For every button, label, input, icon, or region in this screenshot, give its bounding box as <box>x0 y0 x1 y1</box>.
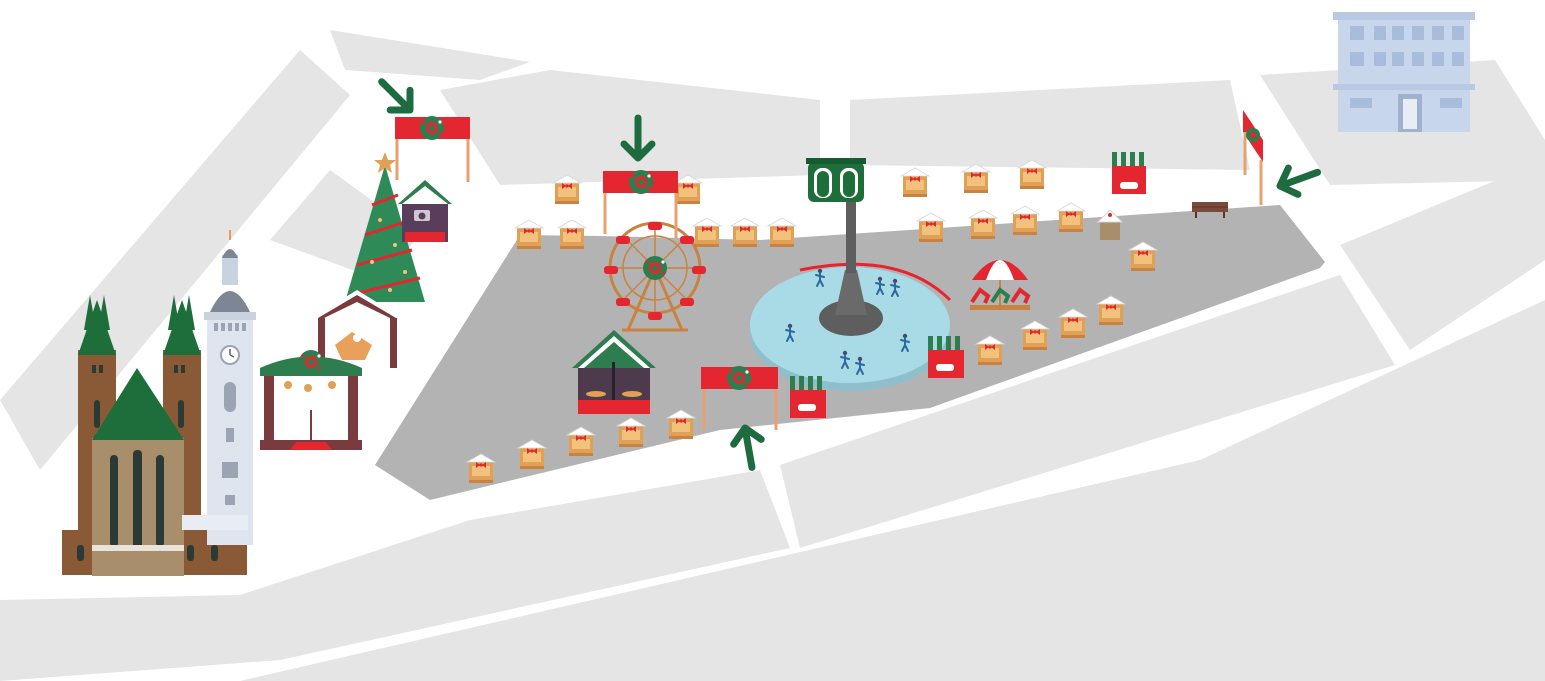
city-block <box>0 470 790 681</box>
kiosk-icon[interactable] <box>790 376 826 418</box>
market-stall[interactable] <box>916 212 946 243</box>
food-hut-icon[interactable] <box>572 330 656 414</box>
market-stall[interactable] <box>968 209 998 240</box>
city-block <box>1340 160 1545 350</box>
city-block <box>440 70 820 185</box>
kiosk-icon[interactable] <box>928 336 964 378</box>
carousel-icon[interactable] <box>970 260 1031 310</box>
entrance-arrow-icon-south <box>731 426 766 470</box>
entrance-arrow-icon-northwest <box>372 72 420 120</box>
market-stall[interactable] <box>767 217 797 248</box>
photo-booth-camera-icon[interactable] <box>398 180 452 242</box>
market-stall[interactable] <box>900 167 930 198</box>
city-block <box>780 275 1395 548</box>
christmas-tree-icon[interactable] <box>345 152 425 302</box>
nativity-icon[interactable] <box>312 290 402 368</box>
stage-icon[interactable] <box>260 350 362 450</box>
market-stall[interactable] <box>730 217 760 248</box>
city-block <box>330 30 530 80</box>
white-tower-clock-tower-icon[interactable] <box>182 230 256 545</box>
public-toilet-icon[interactable] <box>806 158 866 202</box>
market-stall[interactable] <box>514 219 544 250</box>
market-stall[interactable] <box>1010 205 1040 236</box>
market-stall[interactable] <box>1056 202 1086 233</box>
ferris-wheel-icon[interactable] <box>604 221 706 332</box>
market-stall[interactable] <box>961 163 991 194</box>
market-stall[interactable] <box>692 217 722 248</box>
cathedral-icon[interactable] <box>62 295 247 576</box>
kiosk-icon[interactable] <box>1112 152 1146 194</box>
city-block <box>240 300 1545 681</box>
bench-icon[interactable] <box>1192 202 1228 218</box>
market-stall[interactable] <box>557 219 587 250</box>
entrance-arch-northwest[interactable] <box>395 116 470 182</box>
city-block <box>850 80 1250 170</box>
entrance-arch-south[interactable] <box>701 366 778 430</box>
lantern-booth-icon[interactable] <box>1096 209 1124 240</box>
entrance-arrow-icon-east <box>1275 159 1322 199</box>
entrance-arch-north[interactable] <box>603 170 678 238</box>
town-hall-building-icon[interactable] <box>1333 12 1475 132</box>
entrance-arch-east[interactable] <box>1243 110 1263 205</box>
